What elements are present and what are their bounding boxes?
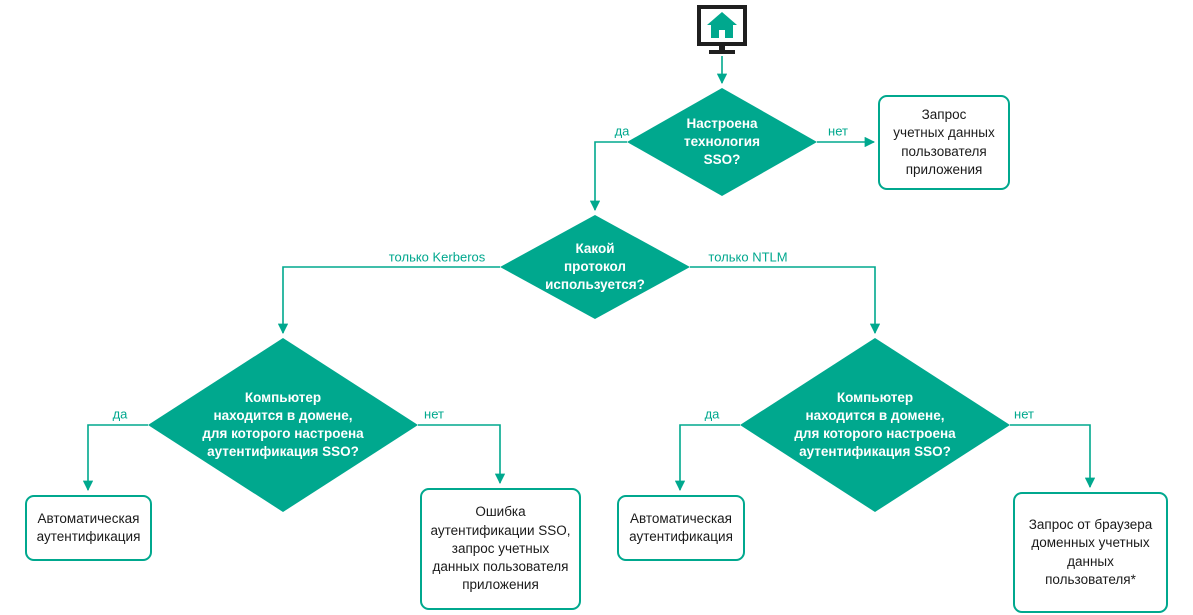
monitor-home-icon — [697, 5, 747, 54]
decision-label: Компьютер находится в домене, для которо… — [794, 390, 956, 459]
outcome-sso-error: Ошибка аутентификации SSO, запрос учетны… — [420, 488, 581, 610]
decision-domain-kerberos: Компьютер находится в домене, для которо… — [148, 338, 418, 512]
edge-label-kerberos: только Kerberos — [388, 249, 486, 265]
edge-label-no-right: нет — [1014, 406, 1034, 422]
decision-label: Какой протокол используется? — [545, 241, 645, 292]
edge-label-yes-right: да — [704, 406, 720, 422]
edge-label-yes-top: да — [614, 123, 630, 139]
edge-ntlm — [690, 266, 881, 335]
edge-yes-top — [589, 141, 627, 212]
decision-protocol: Какой протокол используется? — [500, 215, 690, 319]
outcome-browser-prompt: Запрос от браузера доменных учетных данн… — [1013, 492, 1168, 613]
edge-label-no-top: нет — [828, 123, 848, 139]
edge-yes-right — [674, 424, 740, 492]
decision-label: Компьютер находится в домене, для которо… — [202, 390, 364, 459]
edge-label-no-left: нет — [424, 406, 444, 422]
edge-kerberos — [277, 266, 500, 335]
outcome-credentials-prompt: Запрос учетных данных пользователя прило… — [878, 95, 1010, 190]
decision-sso-configured: Настроена технология SSO? — [627, 88, 817, 196]
decision-label: Настроена технология SSO? — [684, 116, 760, 167]
edge-yes-left — [82, 424, 148, 492]
edge-no-right — [1010, 424, 1096, 489]
outcome-auto-auth-right: Автоматическая аутентификация — [617, 495, 745, 561]
decision-domain-ntlm: Компьютер находится в домене, для которо… — [740, 338, 1010, 512]
edge-label-yes-left: да — [112, 406, 128, 422]
outcome-auto-auth-left: Автоматическая аутентификация — [25, 495, 152, 561]
edge-label-ntlm: только NTLM — [708, 249, 788, 265]
edge-no-left — [418, 424, 506, 485]
